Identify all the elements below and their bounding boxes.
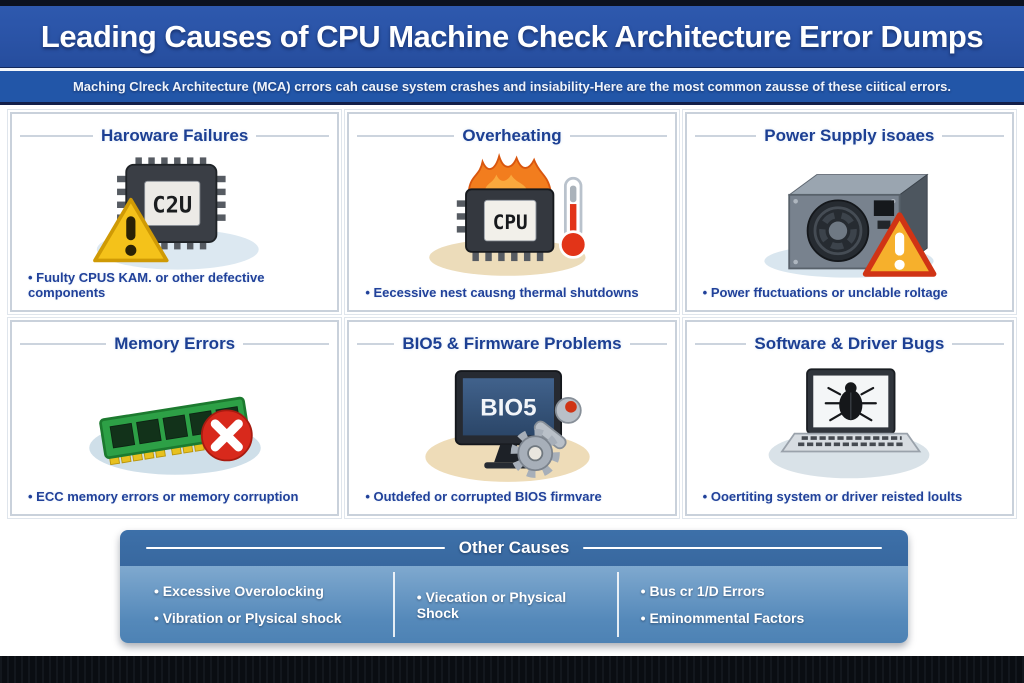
- bug-icon: [824, 381, 878, 421]
- other-cause-item: Viecation or Physical Shock: [417, 589, 603, 621]
- card-bullet: Power ffuctuations or unclable roltage: [703, 285, 1004, 300]
- cpu-chip-warning-icon: C2U: [92, 157, 259, 270]
- other-causes-column-2: Viecation or Physical Shock: [417, 572, 619, 637]
- card-bullet: Fuulty CPUS KAM. or other defective comp…: [28, 270, 329, 300]
- subtitle-band: Maching Clreck Architecture (MCA) crrors…: [0, 71, 1024, 102]
- burning-cpu-thermometer-icon: CPU: [429, 152, 588, 276]
- card-title: Power Supply isoaes: [764, 126, 935, 145]
- card-bullet: Eecessive nest causng thermal shutdowns: [365, 285, 666, 300]
- gear-icon: [510, 428, 560, 478]
- header-divider: [0, 68, 1024, 71]
- power-supply-warning-icon: [764, 173, 937, 278]
- other-causes-column-3: Bus cr 1/D Errors Eminommental Factors: [641, 572, 884, 637]
- other-cause-item: Vibration or Plysical shock: [154, 610, 379, 626]
- other-causes-panel: Other Causes Excessive Overolocking Vibr…: [120, 530, 908, 643]
- card-bullet: ECC memory errors or memory corruption: [28, 489, 329, 504]
- card-title: Software & Driver Bugs: [754, 334, 945, 353]
- bios-screen-label: BIO5: [480, 394, 536, 421]
- title-band: Leading Causes of CPU Machine Check Arch…: [0, 6, 1024, 68]
- card-overheating: Overheating CPU: [344, 109, 680, 315]
- chip-label: CPU: [493, 210, 528, 233]
- error-x-icon: [200, 408, 253, 461]
- card-title: BIO5 & Firmware Problems: [402, 334, 622, 353]
- card-title: Haroware Failures: [100, 126, 249, 145]
- thermometer-icon: [558, 176, 588, 259]
- chip-label: C2U: [152, 194, 192, 219]
- card-power-supply-issues: Power Supply isoaes: [681, 109, 1018, 315]
- card-title: Overheating: [462, 126, 562, 145]
- card-bullet: Ooertiting system or driver reisted loul…: [703, 489, 1004, 504]
- card-software-driver-bugs: Software & Driver Bugs: [681, 317, 1018, 519]
- subtitle-divider: [0, 102, 1024, 105]
- card-memory-errors: Memory Errors: [6, 317, 343, 519]
- card-hardware-failures: Haroware Failures: [6, 109, 343, 315]
- warning-triangle-icon: [863, 211, 937, 277]
- page-title: Leading Causes of CPU Machine Check Arch…: [40, 18, 984, 54]
- cause-cards-grid: Haroware Failures: [6, 109, 1018, 519]
- warning-triangle-icon: [92, 197, 169, 263]
- other-causes-title: Other Causes: [458, 538, 570, 557]
- card-bullet: Outdefed or corrupted BIOS firmvare: [365, 489, 666, 504]
- card-bios-firmware-problems: BIO5 & Firmware Problems BIO5: [344, 317, 680, 519]
- wrench-icon: [533, 396, 582, 449]
- other-cause-item: Bus cr 1/D Errors: [641, 583, 870, 599]
- card-title: Memory Errors: [114, 334, 236, 353]
- ram-error-icon: [88, 396, 261, 475]
- laptop-bug-icon: [768, 367, 930, 478]
- page-subtitle: Maching Clreck Architecture (MCA) crrors…: [72, 79, 952, 94]
- other-causes-column-1: Excessive Overolocking Vibration or Plys…: [154, 572, 395, 637]
- other-cause-item: Eminommental Factors: [641, 610, 870, 626]
- bottom-border-strip: [0, 656, 1024, 683]
- top-border-strip: [0, 0, 1024, 6]
- bios-monitor-tools-icon: BIO5: [425, 369, 590, 482]
- other-cause-item: Excessive Overolocking: [154, 583, 379, 599]
